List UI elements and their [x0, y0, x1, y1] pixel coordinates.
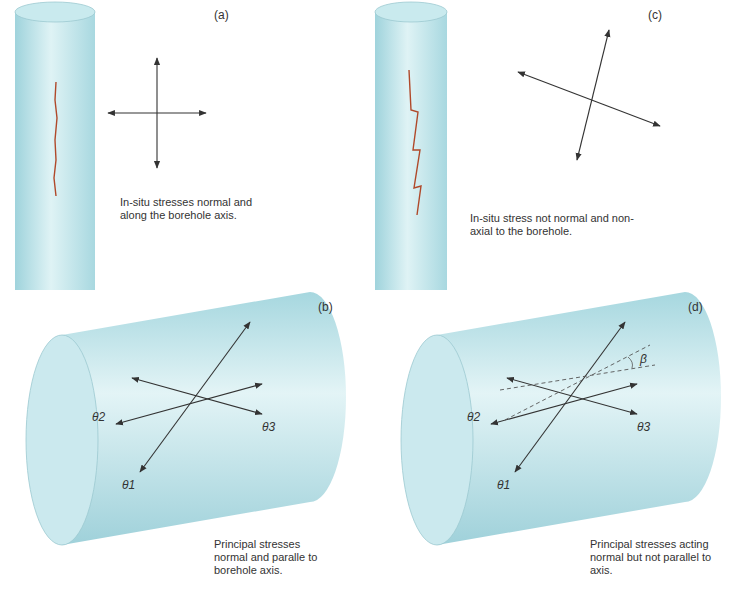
caption-text: In-situ stress not normal and non-axial …: [470, 212, 646, 238]
caption-text: In-situ stresses normal and along the bo…: [120, 196, 280, 222]
stress-arrow: [518, 72, 660, 126]
horizontal-borehole: [401, 292, 721, 545]
panel-tag: (b): [318, 300, 333, 314]
stress-arrow: [156, 58, 157, 168]
vertical-borehole: [375, 2, 447, 290]
fracture-line: [54, 82, 57, 196]
stress-label: θ1: [122, 478, 135, 492]
stress-arrow: [132, 378, 262, 414]
stress-label: θ2: [467, 410, 480, 424]
angle-label: β: [640, 352, 647, 366]
angle-arc: [628, 357, 633, 368]
stress-arrow: [140, 322, 250, 472]
panel-tag: (d): [688, 300, 703, 314]
stress-arrow: [515, 322, 625, 472]
stress-label: θ2: [92, 410, 105, 424]
fracture-line: [409, 70, 421, 215]
caption-text: Principal stresses acting normal but not…: [590, 538, 714, 578]
panel-tag: (a): [214, 8, 229, 22]
stress-arrow: [116, 384, 262, 424]
caption-text: Principal stresses normal and paralle to…: [214, 538, 332, 578]
stress-label: θ3: [262, 420, 275, 434]
vertical-borehole: [15, 2, 95, 290]
stress-arrow: [577, 30, 609, 160]
stress-label: θ3: [637, 420, 650, 434]
panel-tag: (c): [648, 8, 662, 22]
stress-label: θ1: [497, 478, 510, 492]
horizontal-borehole: [26, 292, 346, 545]
stress-arrow: [491, 384, 637, 424]
reference-line: [500, 365, 655, 390]
reference-line: [505, 345, 650, 420]
